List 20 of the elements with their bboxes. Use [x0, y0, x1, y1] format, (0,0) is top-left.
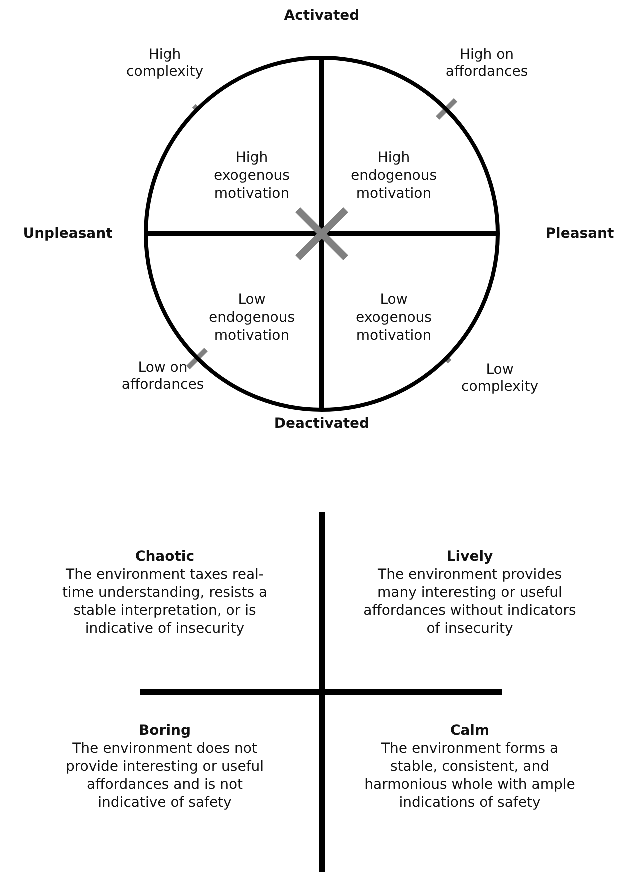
category-title: Calm [449, 722, 491, 740]
marker-label: High complexity [126, 47, 204, 81]
category-description: The environment does not provide interesting or useful affordances and is not indicative of safety [64, 740, 266, 812]
category-description: The environment provides many interesting or useful affordances without indicators of insecurity [362, 566, 578, 638]
category-description: The environment taxes real-time understanding, resists a stable interpretation, or is indicative of insecurity [61, 566, 269, 638]
quadrant-label: High endogenous motivation [350, 149, 438, 203]
category-title: Lively [446, 548, 494, 566]
axis-label: Unpleasant [22, 226, 114, 243]
category-title: Boring [138, 722, 192, 740]
axis-label: Activated [283, 8, 361, 25]
category-title: Chaotic [134, 548, 196, 566]
quadrant-label: Low endogenous motivation [208, 291, 296, 345]
marker-label: Low complexity [460, 362, 540, 396]
marker-label: High on affordances [444, 47, 530, 81]
axis-label: Pleasant [544, 226, 616, 243]
quadrant-label: Low exogenous motivation [355, 291, 433, 345]
marker-label: Low on affordances [120, 360, 206, 394]
quadrant-label: High exogenous motivation [213, 149, 291, 203]
category-description: The environment forms a stable, consistent, and harmonious whole with ample indications of safety [364, 740, 576, 812]
axis-label: Deactivated [273, 416, 371, 433]
